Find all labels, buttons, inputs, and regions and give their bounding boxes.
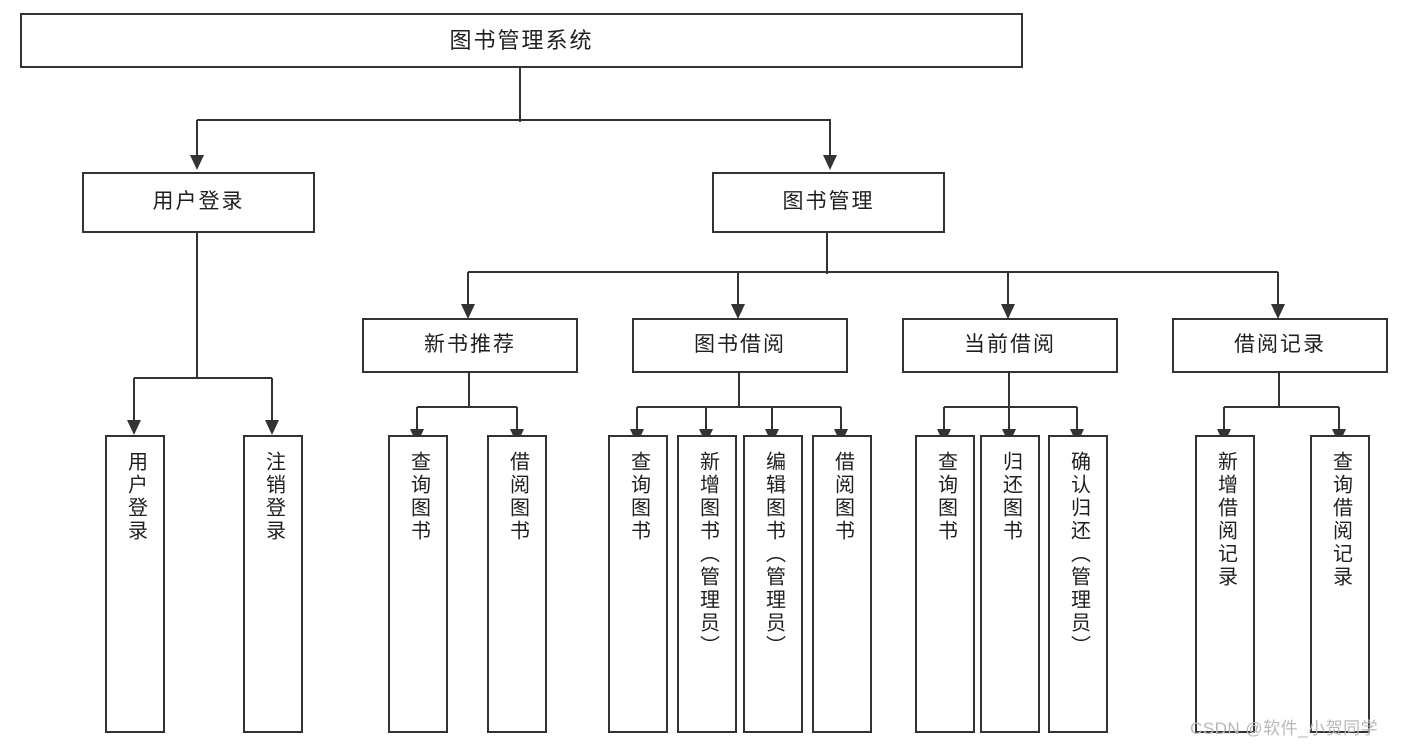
node-book-borrow[interactable]: 图书借阅	[632, 318, 848, 373]
connector-login-drop-1-arrowhead	[265, 420, 279, 435]
connector-root-bar	[197, 118, 831, 122]
leaf-node-leaf-user-logout[interactable]: 注销登录	[243, 435, 303, 733]
connector-current-borrow-trunk	[1007, 373, 1011, 407]
node-label: 注销登录	[262, 451, 285, 543]
node-label: 借阅记录	[1234, 333, 1326, 357]
connector-current-borrow-drop-0-line	[942, 407, 946, 429]
leaf-node-leaf-rec-query-record[interactable]: 查询借阅记录	[1310, 435, 1370, 733]
connector-root-drop-0-line	[195, 120, 199, 155]
connector-root-trunk	[518, 68, 522, 122]
node-label: 查询图书	[934, 451, 957, 543]
node-user-login[interactable]: 用户登录	[82, 172, 315, 233]
leaf-node-leaf-borrow-add-book[interactable]: 新增图书（管理员）	[677, 435, 737, 733]
leaf-node-leaf-cur-return-book[interactable]: 归还图书	[980, 435, 1040, 733]
node-label: 借阅图书	[831, 451, 854, 543]
connector-current-borrow-drop-2-line	[1075, 407, 1079, 429]
node-label: 新增图书（管理员）	[696, 451, 719, 658]
connector-new-book-recommend-drop-1-line	[515, 407, 519, 429]
connector-book-borrow-drop-1-line	[704, 407, 708, 429]
node-label: 借阅图书	[506, 451, 529, 543]
node-label: 用户登录	[152, 190, 245, 214]
connector-book-drop-0-line	[466, 272, 470, 304]
connector-book-borrow-drop-0-line	[635, 407, 639, 429]
leaf-node-leaf-rec-borrow-book[interactable]: 借阅图书	[487, 435, 547, 733]
connector-login-bar	[134, 376, 272, 380]
node-label: 图书管理	[782, 190, 875, 214]
connector-book-borrow-drop-3-line	[839, 407, 843, 429]
connector-root-drop-1-arrowhead	[823, 155, 837, 170]
node-label: 归还图书	[999, 451, 1022, 543]
connector-book-bar	[468, 270, 1278, 274]
connector-book-trunk	[825, 233, 829, 274]
connector-login-trunk	[195, 233, 199, 378]
connector-book-drop-3-line	[1276, 272, 1280, 304]
connector-borrow-record-drop-1-line	[1337, 407, 1341, 429]
leaf-node-leaf-borrow-edit-book[interactable]: 编辑图书（管理员）	[743, 435, 803, 733]
connector-book-drop-3-arrowhead	[1271, 304, 1285, 319]
connector-book-drop-1-line	[736, 272, 740, 304]
connector-borrow-record-trunk	[1277, 373, 1281, 407]
connector-login-drop-0-arrowhead	[127, 420, 141, 435]
connector-current-borrow-bar	[944, 405, 1077, 409]
node-new-book-recommend[interactable]: 新书推荐	[362, 318, 578, 373]
connector-current-borrow-drop-1-line	[1007, 407, 1011, 429]
leaf-node-leaf-cur-query-book[interactable]: 查询图书	[915, 435, 975, 733]
connector-book-drop-1-arrowhead	[731, 304, 745, 319]
node-book-manage[interactable]: 图书管理	[712, 172, 945, 233]
node-root[interactable]: 图书管理系统	[20, 13, 1023, 68]
connector-book-borrow-drop-2-line	[770, 407, 774, 429]
leaf-node-leaf-user-login[interactable]: 用户登录	[105, 435, 165, 733]
node-label: 查询图书	[627, 451, 650, 543]
connector-root-drop-0-arrowhead	[190, 155, 204, 170]
node-label: 确认归还（管理员）	[1067, 451, 1090, 658]
node-label: 图书借阅	[694, 333, 786, 357]
connector-root-drop-1-line	[828, 120, 832, 155]
connector-book-borrow-bar	[637, 405, 841, 409]
connector-book-borrow-trunk	[737, 373, 741, 407]
leaf-node-leaf-rec-query-book[interactable]: 查询图书	[388, 435, 448, 733]
connector-login-drop-1-line	[270, 378, 274, 420]
node-label: 查询图书	[407, 451, 430, 543]
node-label: 当前借阅	[964, 333, 1056, 357]
connector-new-book-recommend-trunk	[467, 373, 471, 407]
leaf-node-leaf-borrow-query-book[interactable]: 查询图书	[608, 435, 668, 733]
leaf-node-leaf-cur-confirm-return[interactable]: 确认归还（管理员）	[1048, 435, 1108, 733]
connector-book-drop-0-arrowhead	[461, 304, 475, 319]
connector-borrow-record-bar	[1224, 405, 1339, 409]
connector-book-drop-2-line	[1006, 272, 1010, 304]
leaf-node-leaf-borrow-borrow-book[interactable]: 借阅图书	[812, 435, 872, 733]
connector-new-book-recommend-drop-0-line	[415, 407, 419, 429]
node-label: 图书管理系统	[449, 27, 594, 53]
connector-borrow-record-drop-0-line	[1222, 407, 1226, 429]
node-borrow-record[interactable]: 借阅记录	[1172, 318, 1388, 373]
node-label: 查询借阅记录	[1329, 451, 1352, 589]
node-label: 新增借阅记录	[1214, 451, 1237, 589]
connector-login-drop-0-line	[132, 378, 136, 420]
node-current-borrow[interactable]: 当前借阅	[902, 318, 1118, 373]
node-label: 新书推荐	[424, 333, 516, 357]
node-label: 用户登录	[124, 451, 147, 543]
leaf-node-leaf-rec-add-record[interactable]: 新增借阅记录	[1195, 435, 1255, 733]
connector-book-drop-2-arrowhead	[1001, 304, 1015, 319]
node-label: 编辑图书（管理员）	[762, 451, 785, 658]
connector-new-book-recommend-bar	[417, 405, 517, 409]
